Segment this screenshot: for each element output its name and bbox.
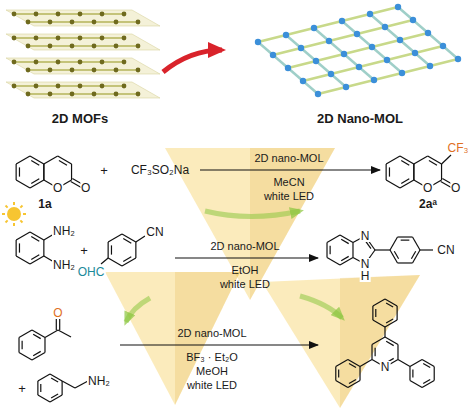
plus-sign: + <box>100 164 108 177</box>
pyramid-face <box>250 148 335 300</box>
group-label: NH₂ <box>87 375 111 387</box>
atom-label: N <box>360 230 371 242</box>
condition-label: EtOH <box>232 265 259 276</box>
background-pyramids <box>105 148 420 408</box>
group-label: CN <box>436 244 455 256</box>
plus-sign: + <box>80 244 88 257</box>
nanosheet-grid-illustration <box>255 4 461 97</box>
catalyst-label: 2D nano-MOL <box>177 328 246 339</box>
condition-label: BF₃ · Et₂O <box>186 352 238 363</box>
condition-label: white LED <box>187 380 237 391</box>
cycle-arrow <box>126 298 150 322</box>
reaction-arrow <box>120 344 318 345</box>
catalyst-label: 2D nano-MOL <box>254 153 323 164</box>
cycle-arrow <box>300 296 342 318</box>
atom-label: O <box>52 182 63 194</box>
group-label: CF₃ <box>447 142 470 154</box>
condition-label: white LED <box>220 279 270 290</box>
atom-label: H <box>360 270 371 282</box>
group-label: NH₂ <box>52 225 76 237</box>
condition-label: white LED <box>264 191 314 202</box>
reagent-label: CF₃SO₂Na <box>131 164 189 176</box>
atom-label: O <box>450 182 461 194</box>
pyramid <box>262 275 420 408</box>
exfoliation-arrow <box>163 50 222 72</box>
atom-label: O <box>52 307 63 319</box>
pyramid-face <box>340 275 420 408</box>
chemical-structures <box>16 155 456 402</box>
reaction-arrow <box>200 169 380 170</box>
pyramid-face <box>175 272 240 405</box>
layered-mof-illustration <box>6 10 160 98</box>
pyramid <box>105 272 240 405</box>
reaction-arrow <box>175 257 318 258</box>
group-label: NH₂ <box>52 259 76 271</box>
atom-label: O <box>80 182 91 194</box>
cycle-arrows <box>126 211 342 322</box>
compound-number: 1a <box>38 198 51 210</box>
cycle-arrow <box>205 211 300 217</box>
sun-icon <box>2 202 26 226</box>
atom-label: O <box>422 182 433 194</box>
figure-label: 2D MOFs <box>52 112 108 125</box>
group-label: CN <box>145 226 164 238</box>
condition-label: MeCN <box>273 177 304 188</box>
figure-label: 2D Nano-MOL <box>317 112 403 125</box>
compound-number: 2aᵃ <box>419 198 437 210</box>
plus-sign: + <box>18 382 26 395</box>
group-label: OHC <box>77 266 106 278</box>
atom-label: N <box>360 258 371 270</box>
reaction-arrows <box>120 170 380 345</box>
condition-label: MeOH <box>196 366 228 377</box>
catalyst-label: 2D nano-MOL <box>210 241 279 252</box>
atom-label: N <box>380 361 391 373</box>
